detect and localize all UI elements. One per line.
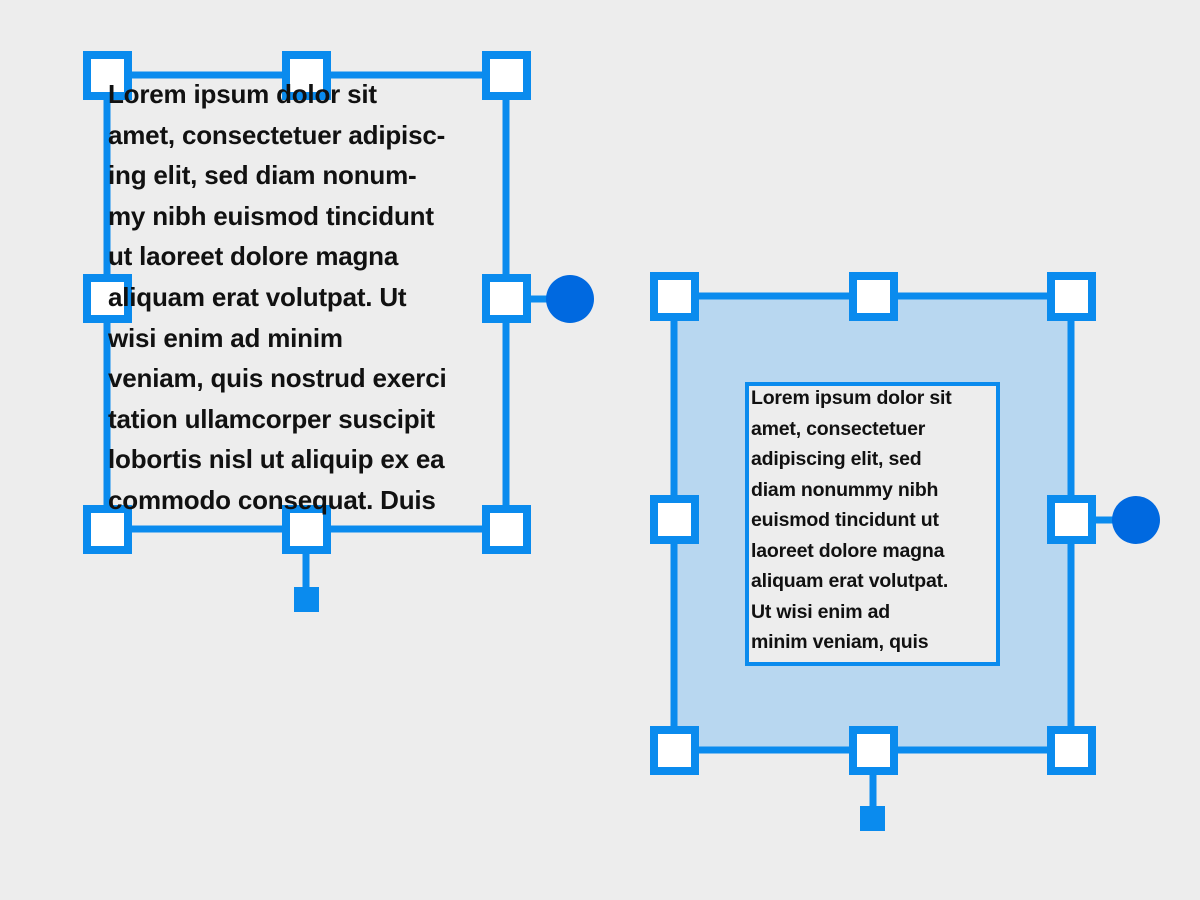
left-handle-top-right[interactable]: [482, 51, 531, 100]
text-line: euismod tincidunt ut: [751, 509, 939, 531]
text-line: adipiscing elit, sed: [751, 448, 922, 470]
right-rotate-handle[interactable]: [1112, 496, 1160, 544]
text-line: amet, consectetuer adipisc-: [108, 119, 446, 150]
right-text-content[interactable]: Lorem ipsum dolor sit amet, consectetuer…: [751, 383, 952, 658]
right-handle-middle-right[interactable]: [1047, 495, 1096, 544]
left-handle-bottom-right[interactable]: [482, 505, 531, 554]
text-line: my nibh euismod tincidunt: [108, 200, 434, 231]
text-line: lobortis nisl ut aliquip ex ea: [108, 444, 445, 475]
right-handle-bottom-left[interactable]: [650, 726, 699, 775]
right-handle-middle-left[interactable]: [650, 495, 699, 544]
right-anchor-handle[interactable]: [860, 806, 885, 831]
text-line: tation ullamcorper suscipit: [108, 403, 435, 434]
left-anchor-handle[interactable]: [294, 587, 319, 612]
text-line: Lorem ipsum dolor sit: [751, 387, 952, 409]
left-handle-top-center[interactable]: [282, 51, 331, 100]
left-handle-bottom-center[interactable]: [282, 505, 331, 554]
text-line: ut laoreet dolore magna: [108, 241, 399, 272]
text-line: commodo consequat. Duis: [108, 484, 436, 515]
text-line: minim veniam, quis: [751, 631, 929, 653]
right-handle-top-left[interactable]: [650, 272, 699, 321]
text-line: Ut wisi enim ad: [751, 600, 890, 623]
right-handle-bottom-center[interactable]: [849, 726, 898, 775]
text-line: aliquam erat volutpat.: [751, 570, 949, 592]
right-inner-text-frame[interactable]: [745, 382, 1000, 666]
right-handle-bottom-right[interactable]: [1047, 726, 1096, 775]
text-line: amet, consectetuer: [751, 417, 926, 440]
left-handle-top-left[interactable]: [83, 51, 132, 100]
text-line: laoreet dolore magna: [751, 539, 945, 562]
left-handle-middle-right[interactable]: [482, 274, 531, 323]
left-handle-bottom-left[interactable]: [83, 505, 132, 554]
text-line: Lorem ipsum dolor sit: [108, 79, 377, 109]
left-text-frame[interactable]: Lorem ipsum dolor sit amet, consectetuer…: [108, 74, 447, 521]
text-line: veniam, quis nostrud exerci: [108, 363, 447, 394]
text-line: wisi enim ad minim: [108, 322, 343, 353]
text-line: aliquam erat volutpat. Ut: [108, 281, 407, 312]
left-rotate-handle[interactable]: [546, 275, 594, 323]
text-line: ing elit, sed diam nonum-: [108, 160, 417, 191]
left-handle-middle-left[interactable]: [83, 274, 132, 323]
right-handle-top-right[interactable]: [1047, 272, 1096, 321]
text-line: diam nonummy nibh: [751, 478, 939, 501]
right-handle-top-center[interactable]: [849, 272, 898, 321]
